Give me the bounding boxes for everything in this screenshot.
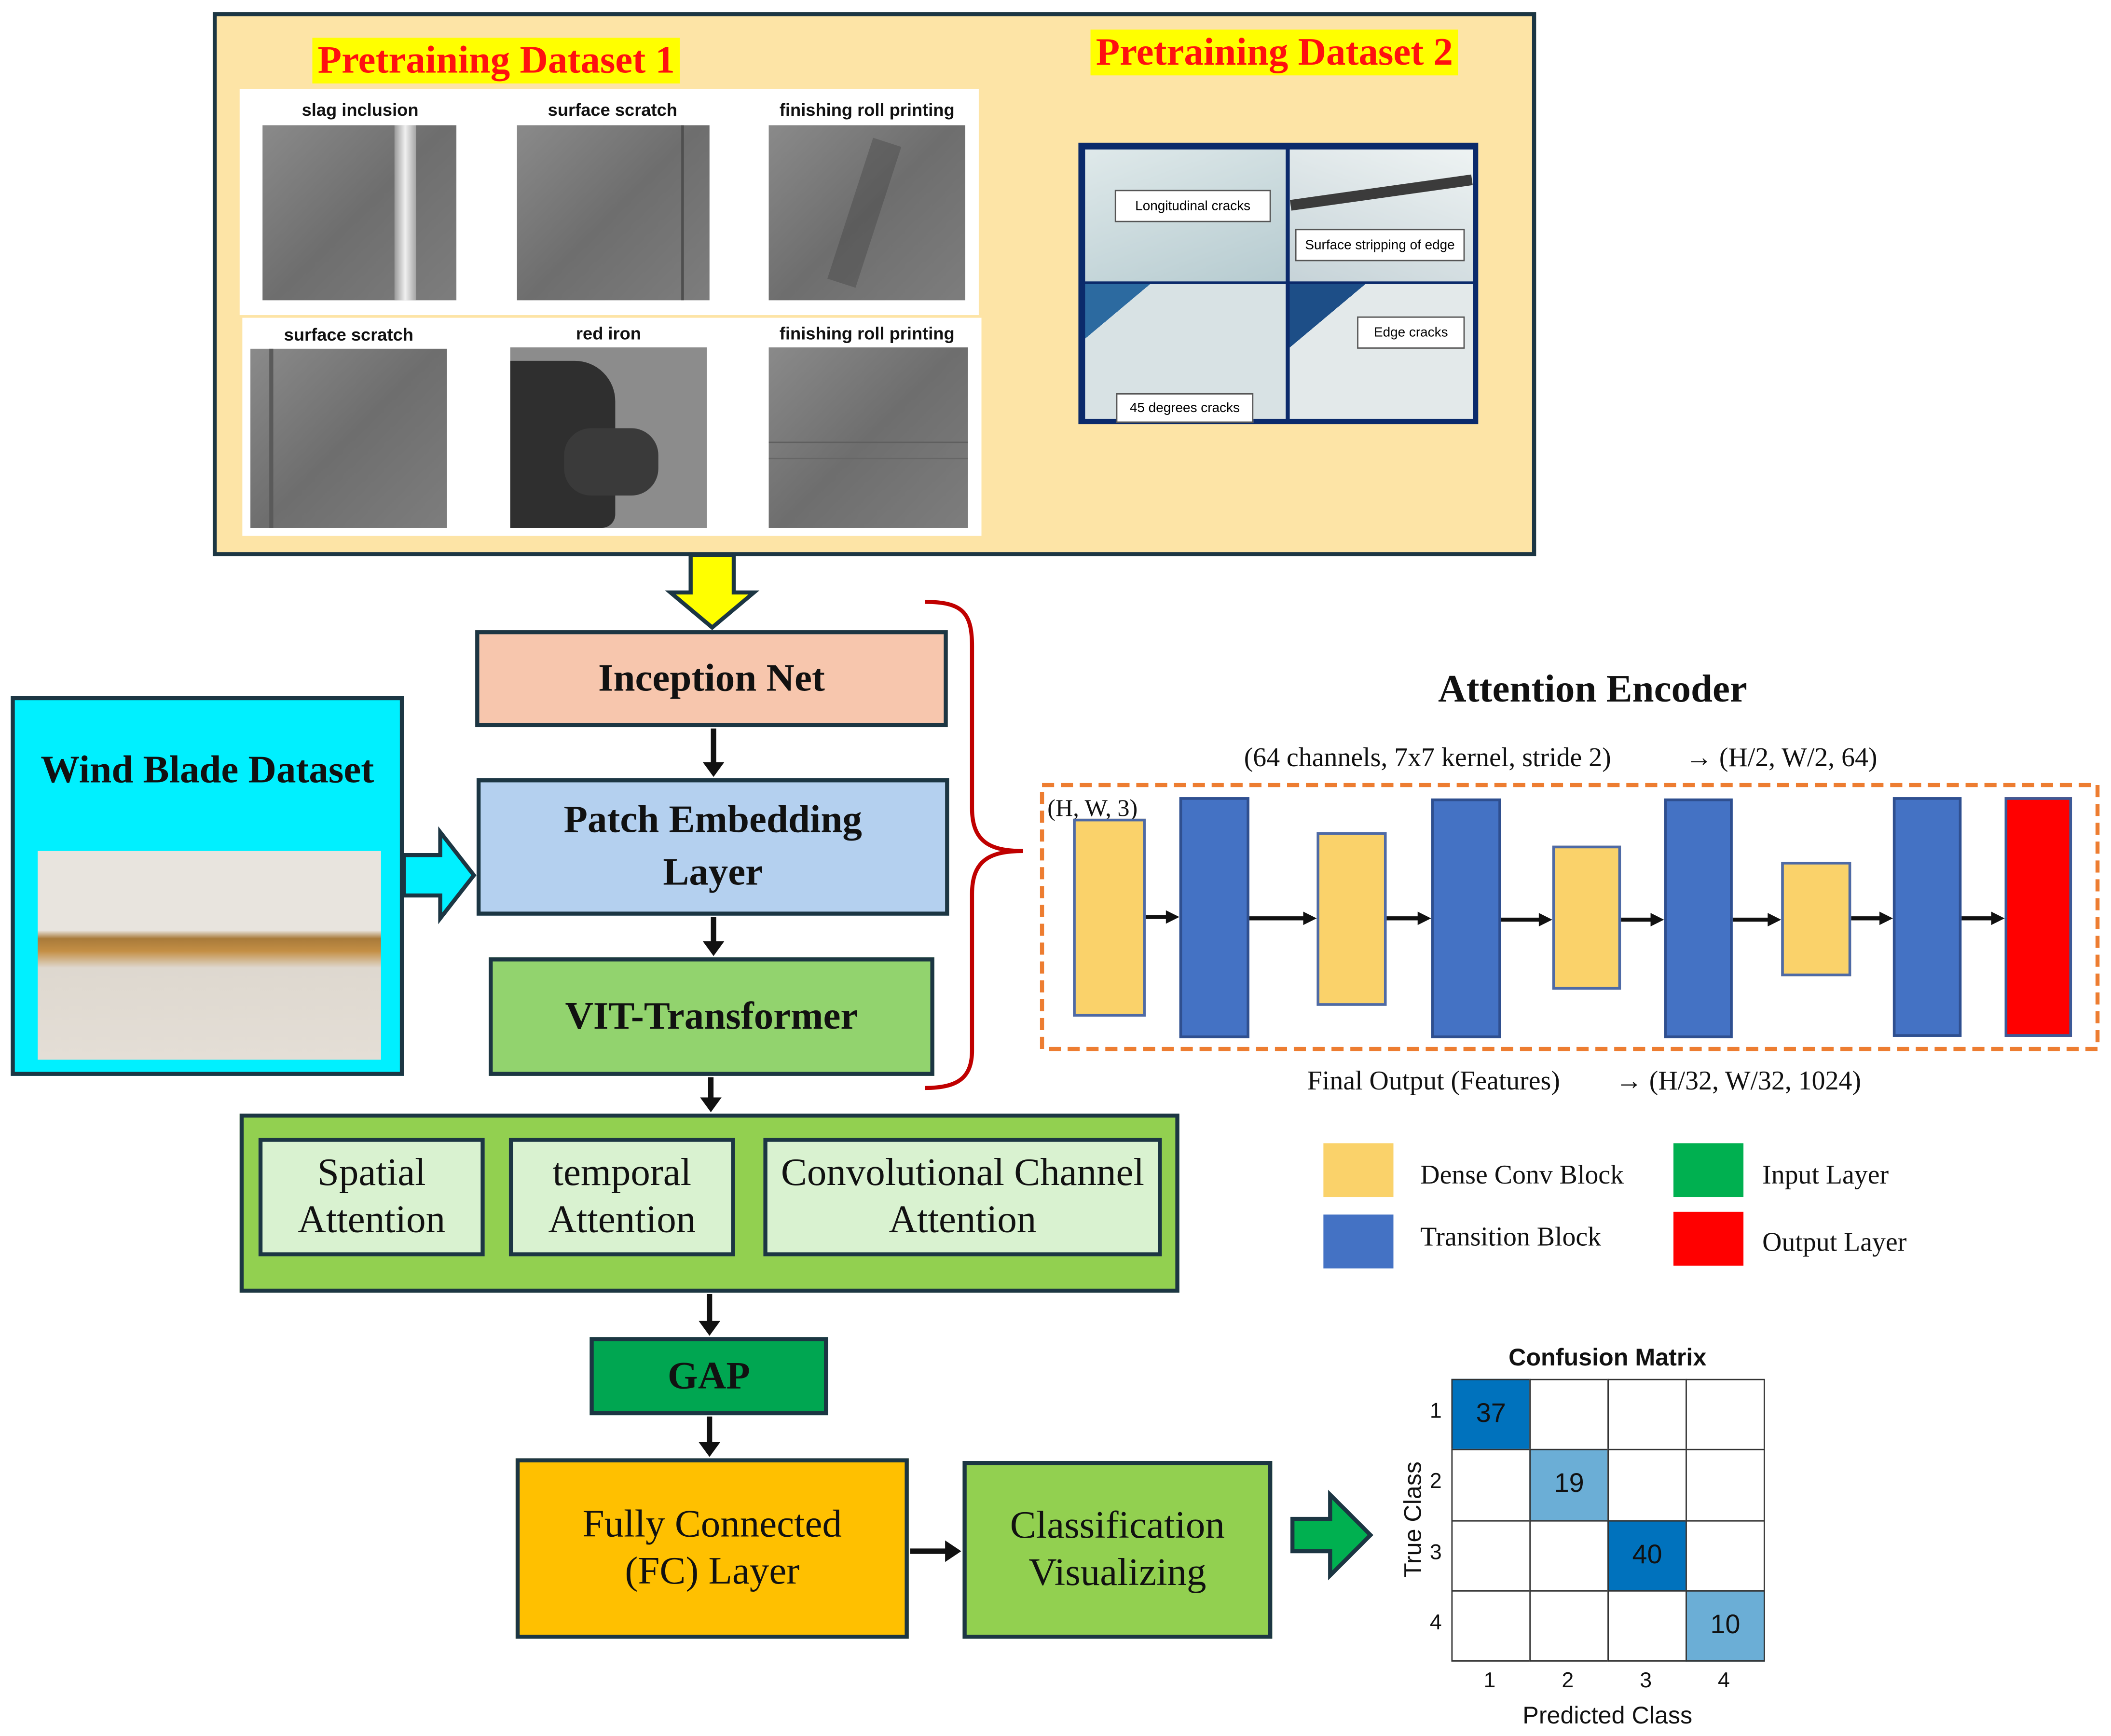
transition-block — [1431, 798, 1501, 1038]
cyan-right-arrow — [402, 826, 477, 924]
confusion-cell — [1529, 1590, 1609, 1662]
yellow-down-arrow — [665, 552, 760, 630]
encoder-title: Attention Encoder — [1438, 668, 1747, 711]
dense-conv-block — [1316, 832, 1387, 1006]
output-layer-block — [2004, 797, 2072, 1037]
thumb-label: slag inclusion — [302, 99, 419, 120]
confusion-cell — [1451, 1449, 1531, 1521]
confusion-cell — [1529, 1378, 1609, 1451]
confusion-y-tick: 1 — [1429, 1400, 1442, 1424]
inception-net-box: Inception Net — [475, 630, 948, 728]
transition-block — [1179, 797, 1249, 1038]
dataset1-title: Pretraining Dataset 1 — [312, 38, 681, 84]
confusion-cell — [1607, 1449, 1687, 1521]
legend-label-output: Output Layer — [1762, 1228, 1907, 1258]
gap-box: GAP — [589, 1337, 828, 1416]
spatial-attention-box: Spatial Attention — [258, 1138, 485, 1256]
encoder-input-label: (H, W, 3) — [1047, 794, 1138, 822]
confusion-cell-diagonal: 19 — [1529, 1449, 1609, 1521]
classification-box: Classification Visualizing — [962, 1461, 1273, 1639]
red-brace — [925, 600, 1024, 1090]
thumb-label: surface scratch — [548, 99, 677, 120]
encoder-bottom-arrow-note: → (H/32, W/32, 1024) — [1615, 1066, 1862, 1096]
confusion-x-tick: 4 — [1718, 1669, 1730, 1693]
confusion-cell — [1529, 1519, 1609, 1592]
crack-label-longitudinal: Longitudinal cracks — [1114, 190, 1271, 222]
defect-image-slag-inclusion — [262, 125, 457, 301]
confusion-cell — [1686, 1519, 1765, 1592]
thumb-label: surface scratch — [284, 324, 413, 345]
confusion-x-tick: 3 — [1640, 1669, 1652, 1693]
confusion-cell — [1686, 1449, 1765, 1521]
legend-swatch-transition — [1323, 1214, 1394, 1268]
confusion-xlabel: Predicted Class — [1522, 1702, 1693, 1729]
thumb-label: finishing roll printing — [779, 99, 955, 120]
dense-conv-block — [1073, 818, 1146, 1017]
confusion-x-tick: 2 — [1562, 1669, 1574, 1693]
legend-swatch-dense — [1323, 1143, 1394, 1198]
confusion-cell — [1451, 1590, 1531, 1662]
wind-blade-title: Wind Blade Dataset — [41, 748, 374, 792]
confusion-x-tick: 1 — [1483, 1669, 1496, 1693]
vit-transformer-box: VIT-Transformer — [489, 957, 934, 1076]
confusion-cell-diagonal: 10 — [1686, 1590, 1765, 1662]
crack-label-edge: Edge cracks — [1357, 316, 1465, 349]
encoder-bottom-note: Final Output (Features) — [1307, 1066, 1560, 1096]
transition-block — [1664, 798, 1733, 1038]
confusion-cell — [1607, 1378, 1687, 1451]
confusion-y-tick: 3 — [1429, 1541, 1442, 1564]
dataset2-title: Pretraining Dataset 2 — [1090, 29, 1459, 76]
green-right-arrow — [1290, 1489, 1373, 1581]
confusion-cell — [1607, 1590, 1687, 1662]
confusion-cell — [1686, 1378, 1765, 1451]
thumb-label: red iron — [576, 323, 641, 344]
encoder-top-arrow-note: → (H/2, W/2, 64) — [1686, 743, 1878, 773]
defect-image-finishing-roll — [768, 125, 966, 301]
dense-conv-block — [1781, 862, 1851, 977]
encoder-top-note: (64 channels, 7x7 kernel, stride 2) — [1244, 743, 1611, 773]
legend-swatch-input — [1673, 1143, 1744, 1198]
crack-label-surface-stripping: Surface stripping of edge — [1295, 229, 1465, 262]
legend-swatch-output — [1673, 1212, 1744, 1266]
legend-label-dense: Dense Conv Block — [1420, 1160, 1624, 1191]
defect-image-surface-scratch — [517, 125, 710, 301]
defect-image-red-iron — [510, 347, 707, 528]
thumb-label: finishing roll printing — [779, 323, 955, 344]
defect-image-finishing-roll-2 — [768, 347, 968, 528]
defect-image-surface-scratch-2 — [250, 348, 447, 528]
encoder-arrows — [1145, 915, 1995, 922]
crack-label-45-degrees: 45 degrees cracks — [1116, 393, 1254, 423]
confusion-ylabel: True Class — [1399, 1461, 1426, 1578]
legend-label-input: Input Layer — [1762, 1160, 1889, 1191]
confusion-y-tick: 2 — [1429, 1471, 1442, 1494]
transition-block — [1892, 797, 1962, 1037]
confusion-title: Confusion Matrix — [1508, 1344, 1707, 1371]
confusion-cell-diagonal: 40 — [1607, 1519, 1687, 1592]
confusion-cell — [1451, 1519, 1531, 1592]
encoder-frame — [1040, 783, 2100, 1051]
legend-label-transition: Transition Block — [1420, 1223, 1602, 1253]
dense-conv-block — [1552, 845, 1621, 990]
confusion-y-tick: 4 — [1429, 1612, 1442, 1635]
fc-layer-box: Fully Connected (FC) Layer — [515, 1458, 909, 1639]
wind-blade-image — [38, 851, 381, 1060]
confusion-cell-diagonal: 37 — [1451, 1378, 1531, 1451]
patch-embedding-box: Patch Embedding Layer — [476, 778, 949, 916]
temporal-attention-box: temporal Attention — [508, 1138, 735, 1256]
channel-attention-box: Convolutional Channel Attention — [763, 1138, 1162, 1256]
